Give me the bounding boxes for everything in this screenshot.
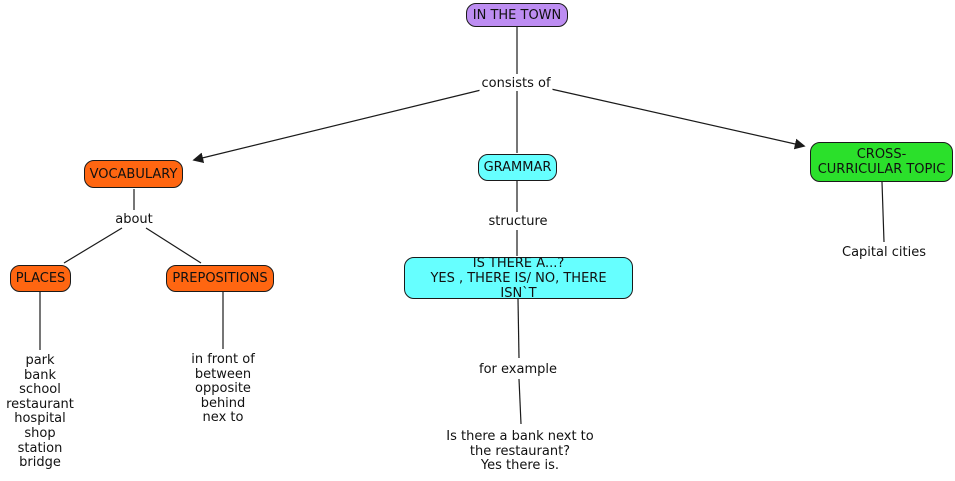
leaf-prepositions-list[interactable]: in front of between opposite behind nex …	[191, 352, 255, 426]
preposition-item: in front of	[191, 352, 255, 367]
example-line: the restaurant?	[469, 443, 571, 459]
node-is-there[interactable]: IS THERE A...? YES , THERE IS/ NO, THERE…	[404, 255, 633, 301]
node-is-there-line2: YES , THERE IS/ NO, THERE ISN`T	[430, 270, 607, 301]
node-grammar[interactable]: GRAMMAR	[478, 154, 557, 181]
node-places[interactable]: PLACES	[10, 265, 71, 292]
connector-consistsof-vocabulary	[192, 89, 482, 164]
places-item: shop	[24, 425, 56, 441]
node-in-the-town[interactable]: IN THE TOWN	[466, 3, 568, 27]
node-in-the-town-label: IN THE TOWN	[472, 7, 562, 23]
node-prepositions-label: PREPOSITIONS	[172, 271, 268, 286]
leaf-example-text[interactable]: Is there a bank next to the restaurant? …	[446, 429, 594, 474]
node-cross-curricular-topic[interactable]: CROSS-CURRICULAR TOPIC	[810, 142, 953, 182]
node-cross-curricular-topic-label: CROSS-CURRICULAR TOPIC	[817, 147, 946, 177]
connector-consistsof-crosscurricular	[550, 88, 806, 150]
places-item: bank	[24, 367, 56, 383]
preposition-item: opposite	[195, 381, 251, 397]
places-item: park	[25, 353, 55, 368]
node-prepositions[interactable]: PREPOSITIONS	[166, 265, 274, 292]
link-about[interactable]: about	[113, 212, 155, 227]
places-item: school	[19, 382, 61, 398]
node-vocabulary-label: VOCABULARY	[89, 166, 178, 182]
link-structure[interactable]: structure	[486, 214, 550, 229]
example-line: Yes there is.	[480, 458, 560, 474]
node-is-there-line1: IS THERE A...?	[472, 255, 565, 271]
preposition-item: nex to	[202, 410, 244, 426]
link-for-example[interactable]: for example	[477, 362, 559, 377]
link-consists-of[interactable]: consists of	[479, 76, 553, 91]
node-vocabulary[interactable]: VOCABULARY	[84, 160, 183, 188]
preposition-item: behind	[200, 395, 246, 411]
example-line: Is there a bank next to	[446, 429, 594, 444]
node-places-label: PLACES	[15, 271, 66, 286]
leaf-places-list[interactable]: park bank school restaurant hospital sho…	[6, 353, 74, 471]
node-grammar-label: GRAMMAR	[483, 160, 552, 175]
places-item: hospital	[14, 411, 66, 427]
leaf-capital-cities[interactable]: Capital cities	[842, 245, 926, 260]
places-item: bridge	[19, 455, 61, 471]
places-item: restaurant	[6, 396, 74, 412]
places-item: station	[17, 440, 63, 456]
preposition-item: between	[194, 366, 252, 382]
